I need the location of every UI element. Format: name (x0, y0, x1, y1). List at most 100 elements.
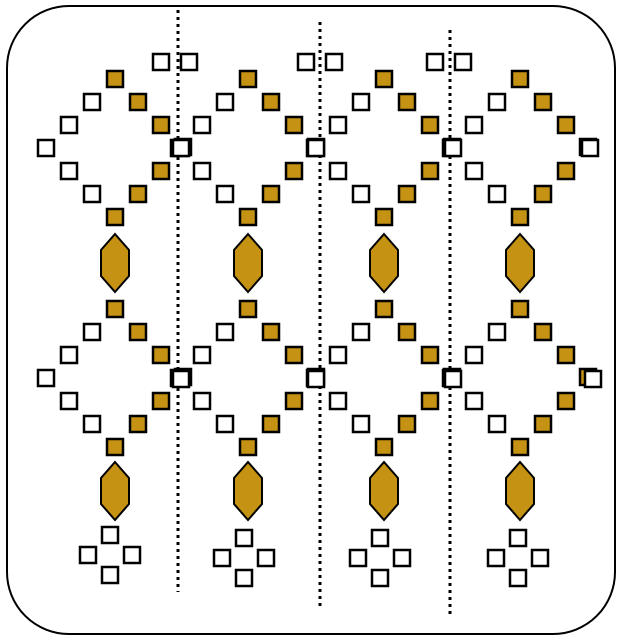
white-square-bead (353, 186, 369, 202)
white-square-bead (330, 117, 346, 133)
white-square-bead (489, 324, 505, 340)
white-square-bead (217, 94, 233, 110)
white-square-bead (330, 347, 346, 363)
white-square-bead (236, 530, 252, 546)
white-square-bead (217, 186, 233, 202)
gold-square-bead (399, 94, 415, 110)
white-square-bead (258, 550, 274, 566)
gold-square-bead (558, 393, 574, 409)
gold-square-bead (263, 186, 279, 202)
white-square-bead (38, 370, 54, 386)
white-square-bead (84, 416, 100, 432)
gold-square-bead (240, 209, 256, 225)
gold-square-bead (107, 439, 123, 455)
white-square-bead (84, 324, 100, 340)
white-square-bead (102, 527, 118, 543)
white-square-bead (61, 163, 77, 179)
gold-square-bead (263, 94, 279, 110)
gold-square-bead (286, 117, 302, 133)
white-square-bead (489, 416, 505, 432)
gold-square-bead (130, 94, 146, 110)
gold-square-bead (376, 301, 392, 317)
gold-square-bead (153, 163, 169, 179)
white-square-bead (38, 140, 54, 156)
white-square-bead (582, 140, 598, 156)
white-square-bead (173, 371, 189, 387)
gold-square-bead (422, 393, 438, 409)
white-square-bead (173, 140, 189, 156)
white-square-bead (80, 547, 96, 563)
white-square-bead (153, 54, 169, 70)
gold-square-bead (535, 416, 551, 432)
white-square-bead (445, 371, 461, 387)
gold-square-bead (376, 209, 392, 225)
gold-square-bead (512, 209, 528, 225)
gold-square-bead (286, 393, 302, 409)
gold-square-bead (130, 186, 146, 202)
white-square-bead (455, 54, 471, 70)
white-square-bead (217, 416, 233, 432)
gold-square-bead (240, 439, 256, 455)
gold-square-bead (399, 186, 415, 202)
gold-square-bead (535, 324, 551, 340)
white-square-bead (466, 393, 482, 409)
white-square-bead (353, 416, 369, 432)
gold-square-bead (535, 186, 551, 202)
white-square-bead (308, 140, 324, 156)
white-square-bead (585, 371, 601, 387)
gold-square-bead (107, 209, 123, 225)
gold-square-bead (240, 301, 256, 317)
gold-square-bead (153, 117, 169, 133)
white-square-bead (61, 117, 77, 133)
gold-square-bead (512, 301, 528, 317)
white-square-bead (353, 324, 369, 340)
gold-square-bead (240, 71, 256, 87)
white-square-bead (330, 393, 346, 409)
gold-square-bead (153, 347, 169, 363)
white-square-bead (330, 163, 346, 179)
white-square-bead (466, 163, 482, 179)
white-square-bead (532, 550, 548, 566)
white-square-bead (61, 347, 77, 363)
white-square-bead (84, 186, 100, 202)
white-square-bead (194, 347, 210, 363)
white-square-bead (510, 570, 526, 586)
white-square-bead (124, 547, 140, 563)
white-square-bead (466, 117, 482, 133)
white-square-bead (372, 530, 388, 546)
gold-square-bead (422, 117, 438, 133)
gold-square-bead (512, 439, 528, 455)
gold-square-bead (107, 71, 123, 87)
white-square-bead (394, 550, 410, 566)
white-square-bead (181, 54, 197, 70)
white-square-bead (308, 371, 324, 387)
white-square-bead (194, 163, 210, 179)
gold-square-bead (107, 301, 123, 317)
gold-square-bead (263, 416, 279, 432)
white-square-bead (510, 530, 526, 546)
gold-square-bead (399, 416, 415, 432)
gold-square-bead (399, 324, 415, 340)
white-square-bead (353, 94, 369, 110)
gold-square-bead (263, 324, 279, 340)
white-square-bead (326, 54, 342, 70)
gold-square-bead (558, 117, 574, 133)
white-square-bead (489, 94, 505, 110)
gold-square-bead (130, 416, 146, 432)
gold-square-bead (558, 347, 574, 363)
white-square-bead (194, 393, 210, 409)
white-square-bead (194, 117, 210, 133)
gold-square-bead (422, 163, 438, 179)
gold-square-bead (535, 94, 551, 110)
white-square-bead (84, 94, 100, 110)
gold-square-bead (512, 71, 528, 87)
gold-square-bead (286, 163, 302, 179)
gold-square-bead (286, 347, 302, 363)
white-square-bead (214, 550, 230, 566)
gold-square-bead (422, 347, 438, 363)
white-square-bead (427, 54, 443, 70)
white-square-bead (236, 570, 252, 586)
white-square-bead (61, 393, 77, 409)
white-square-bead (217, 324, 233, 340)
